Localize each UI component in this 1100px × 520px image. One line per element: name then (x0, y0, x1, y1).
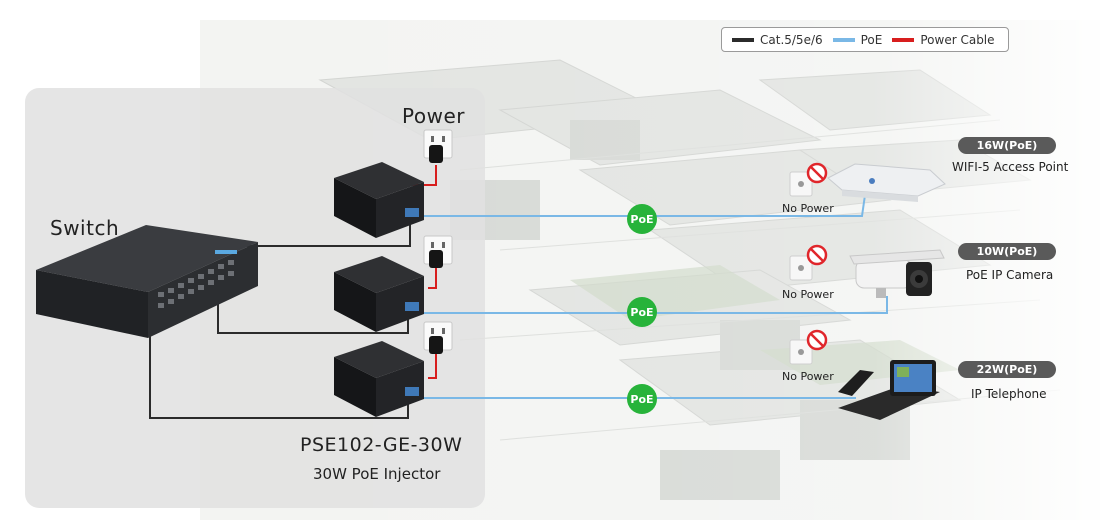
poe-badge: PoE (627, 384, 657, 414)
cat-cable-3 (149, 325, 409, 419)
unused-socket-icon (789, 171, 813, 197)
device-name-label: IP Telephone (971, 387, 1047, 401)
prohibited-icon (806, 162, 828, 184)
wattage-badge: 16W(PoE) (958, 137, 1056, 154)
power-cable-swatch (892, 37, 915, 42)
prohibited-icon (806, 329, 828, 351)
legend-item-cat: Cat.5/5e/6 (732, 33, 823, 47)
no-power-label: No Power (782, 202, 834, 215)
telephone-icon (838, 360, 940, 420)
camera-icon (849, 249, 945, 298)
poe-badge: PoE (627, 204, 657, 234)
injector-model-label: PSE102-GE-30W (300, 434, 463, 456)
cat-cable-swatch (732, 37, 754, 42)
poe-injector-3 (334, 341, 424, 417)
unused-socket-icon (789, 339, 813, 365)
legend-label: Power Cable (920, 32, 995, 47)
wattage-badge: 10W(PoE) (958, 243, 1056, 260)
power-cable-2 (428, 264, 437, 289)
no-power-label: No Power (782, 370, 834, 383)
poe-cable-2 (424, 296, 888, 314)
wall-socket-icon (423, 129, 453, 163)
poe-injector-2 (334, 256, 424, 332)
device-name-label: WIFI-5 Access Point (952, 160, 1069, 174)
poe-badge: PoE (627, 297, 657, 327)
legend-label: Cat.5/5e/6 (760, 32, 823, 47)
legend-item-poe: PoE (832, 32, 883, 47)
wattage-badge: 22W(PoE) (958, 361, 1056, 378)
access-point-icon (827, 163, 946, 202)
legend: Cat.5/5e/6 PoE Power Cable (721, 27, 1009, 52)
wall-socket-icon (423, 235, 453, 268)
switch-label: Switch (50, 216, 120, 240)
cat-cable-2 (217, 290, 409, 334)
wall-socket-icon (423, 321, 453, 354)
device-name-label: PoE IP Camera (966, 268, 1054, 282)
power-label: Power (402, 104, 465, 128)
unused-socket-icon (789, 255, 813, 281)
prohibited-icon (806, 244, 828, 266)
power-cable-3 (428, 352, 437, 379)
poe-injector-1 (334, 162, 424, 238)
injector-description-label: 30W PoE Injector (313, 465, 441, 483)
legend-item-power: Power Cable (892, 32, 995, 47)
poe-cable-swatch (832, 37, 855, 42)
no-power-label: No Power (782, 288, 834, 301)
legend-label: PoE (860, 32, 883, 47)
network-switch-icon (36, 225, 258, 338)
